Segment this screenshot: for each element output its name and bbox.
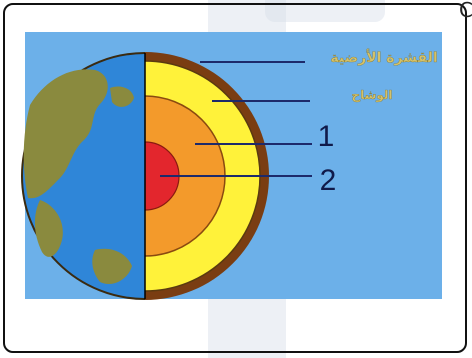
layer-1-label: 1 xyxy=(318,120,335,153)
continent-shape xyxy=(92,248,132,285)
watermark-tab xyxy=(265,0,385,22)
corner-c-glyph: C xyxy=(459,0,472,22)
continent-shape xyxy=(110,86,134,107)
layer-2-label: 2 xyxy=(320,164,337,197)
crust-label: القشرة الأرضية xyxy=(330,49,437,66)
mantle-label: الوشاح xyxy=(351,88,392,103)
continent-shape xyxy=(34,200,63,257)
figure-frame xyxy=(3,3,467,353)
earth-surface-hemisphere xyxy=(21,52,145,300)
continent-shape xyxy=(23,69,108,199)
